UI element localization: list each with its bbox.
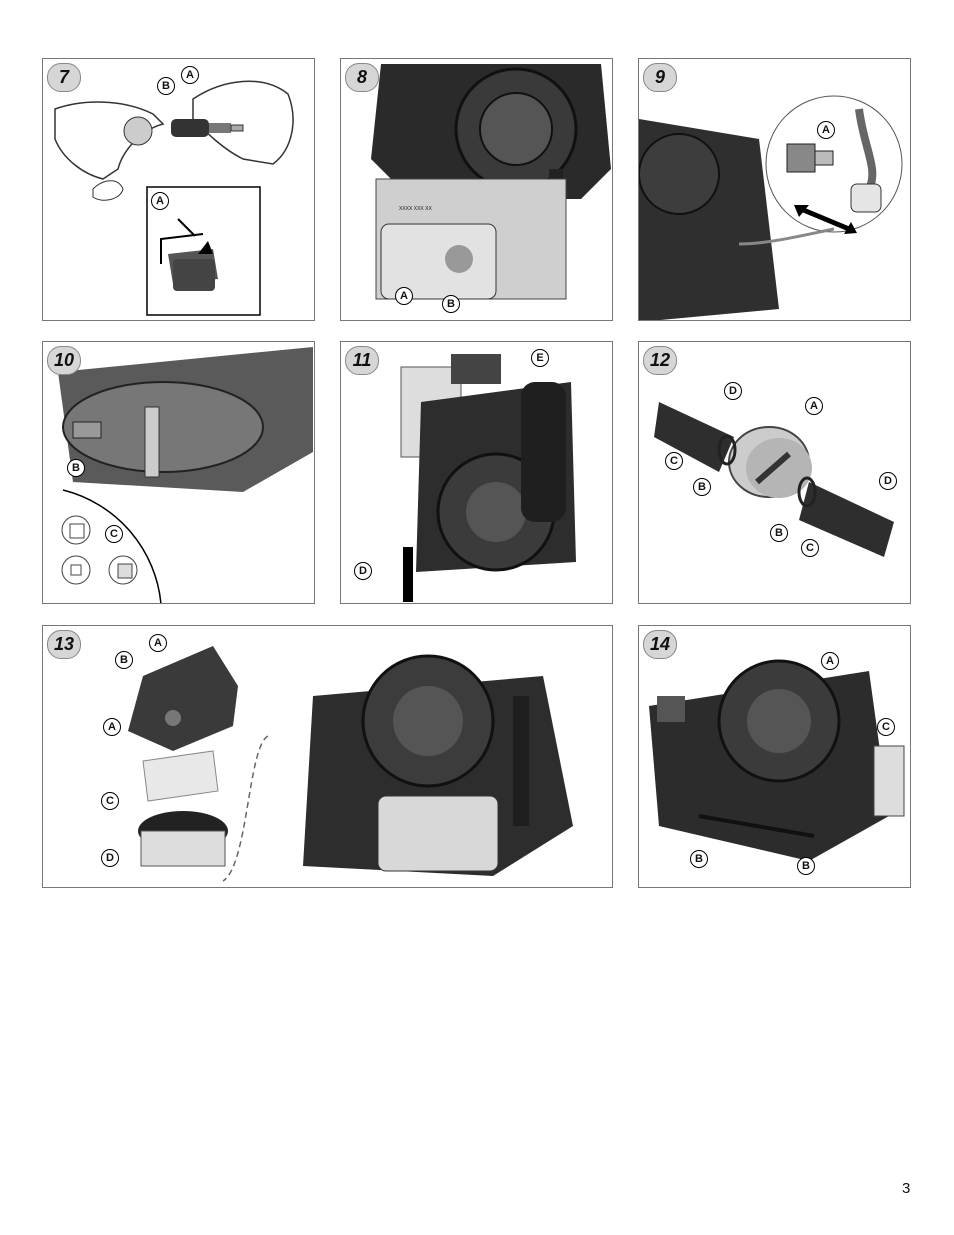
callout-d-top: D xyxy=(724,382,742,400)
figure-number: 9 xyxy=(643,63,677,92)
figure-11-panel: 11 E D xyxy=(340,341,613,604)
callout-a-detail: A xyxy=(151,192,169,210)
callout-c: C xyxy=(105,525,123,543)
callout-b-right: B xyxy=(797,857,815,875)
callout-b: B xyxy=(442,295,460,313)
figure-number: 13 xyxy=(47,630,81,659)
callout-c-left: C xyxy=(665,452,683,470)
figure-number: 14 xyxy=(643,630,677,659)
callout-a: A xyxy=(395,287,413,305)
page-number: 3 xyxy=(902,1180,911,1197)
callout-b-left: B xyxy=(693,478,711,496)
engine-muffler-illustration xyxy=(371,64,611,300)
figure-number: 10 xyxy=(47,346,81,375)
figure-12-panel: 12 D A C B D B C xyxy=(638,341,911,604)
callout-d: D xyxy=(101,849,119,867)
figure-number: 7 xyxy=(47,63,81,92)
air-filter-exploded-illustration xyxy=(128,646,573,882)
oil-drain-illustration xyxy=(58,347,313,603)
callout-b-left: B xyxy=(690,850,708,868)
figure-number: 11 xyxy=(345,346,379,375)
callout-c: C xyxy=(101,792,119,810)
figure-7-panel: 7 B A A xyxy=(42,58,315,321)
callout-b: B xyxy=(115,651,133,669)
engine-dipstick-illustration xyxy=(400,354,576,602)
callout-d-right: D xyxy=(879,472,897,490)
inline-fuel-filter-illustration xyxy=(654,402,894,557)
figure-number: 8 xyxy=(345,63,379,92)
figure-number: 12 xyxy=(643,346,677,375)
callout-a-side: A xyxy=(103,718,121,736)
callout-b: B xyxy=(157,77,175,95)
callout-e: E xyxy=(531,349,549,367)
figure-10-panel: 10 B C xyxy=(42,341,315,604)
callout-c: C xyxy=(877,718,895,736)
engine-label: XXXX XXX XX xyxy=(399,206,432,212)
callout-b: B xyxy=(67,459,85,477)
callout-a: A xyxy=(817,121,835,139)
spark-plug-illustration xyxy=(54,80,294,316)
figure-9-panel: 9 A xyxy=(638,58,911,321)
figure-14-panel: 14 A C B B xyxy=(638,625,911,888)
figure-8-panel: 8 XXXX XXX XX A B xyxy=(340,58,613,321)
callout-d: D xyxy=(354,562,372,580)
callout-a-top: A xyxy=(149,634,167,652)
engine-overview-illustration xyxy=(649,659,905,861)
figure-13-panel: 13 A B A C D xyxy=(42,625,613,888)
callout-c-right: C xyxy=(801,539,819,557)
callout-a: A xyxy=(181,66,199,84)
callout-b-right: B xyxy=(770,524,788,542)
callout-a: A xyxy=(805,397,823,415)
callout-a: A xyxy=(821,652,839,670)
fuel-line-illustration xyxy=(639,95,903,320)
